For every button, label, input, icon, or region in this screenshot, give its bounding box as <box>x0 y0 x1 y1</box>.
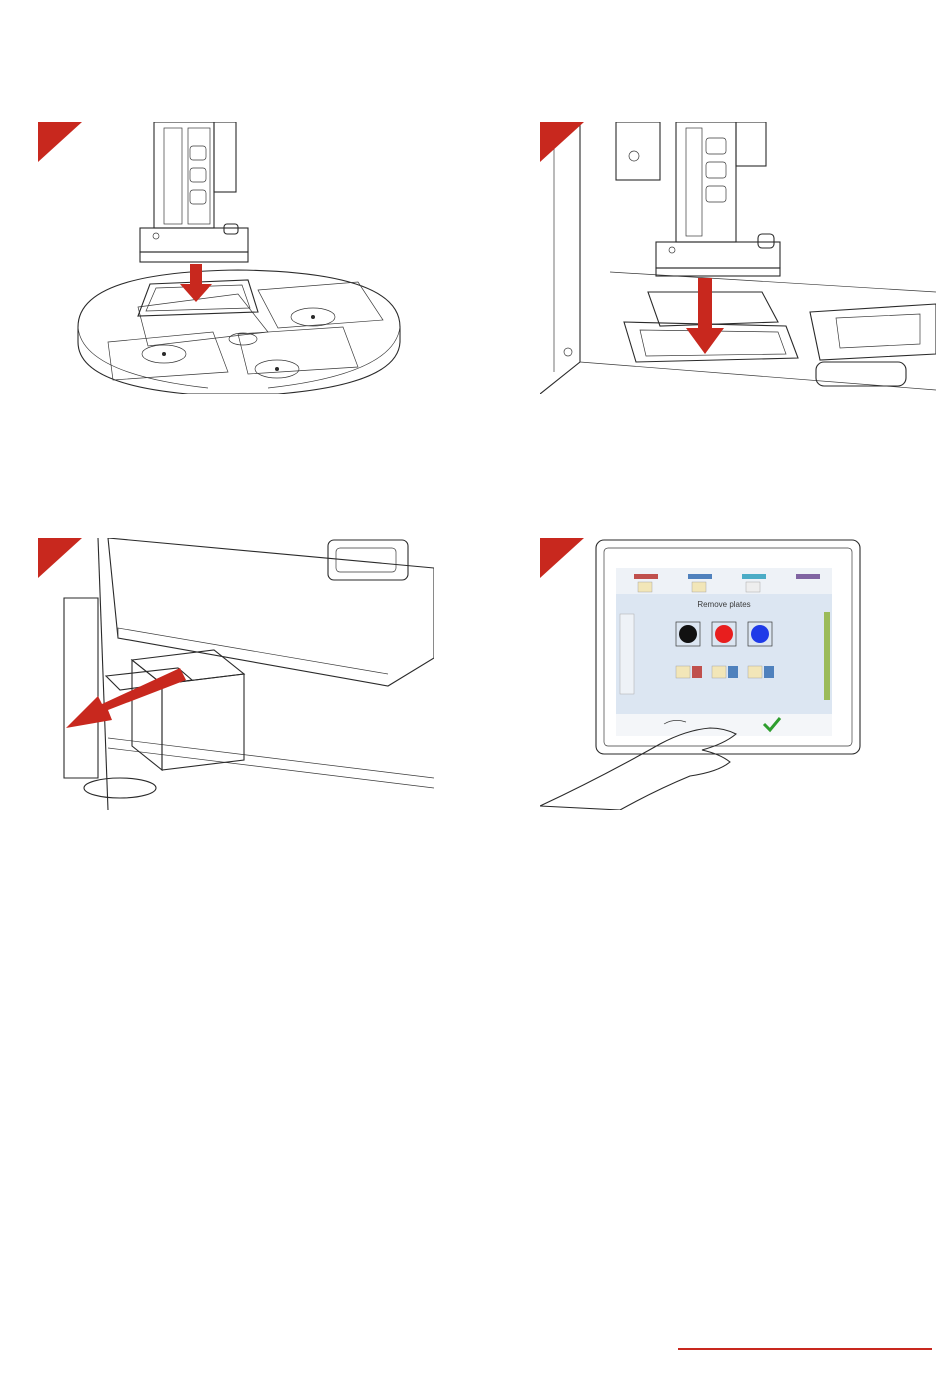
step-2-flag-icon <box>540 122 584 162</box>
footer-rule <box>678 1348 932 1350</box>
step-3-flag-icon <box>38 538 82 578</box>
step-1-flag-icon <box>38 122 82 162</box>
left-arrow-icon <box>66 668 186 728</box>
step-3-illustration <box>38 538 434 810</box>
step-1-panel <box>38 122 438 394</box>
hand-illustration <box>540 728 736 810</box>
step-4-flag-icon <box>540 538 584 578</box>
step-2-illustration <box>540 122 936 394</box>
step-2-panel <box>540 122 936 394</box>
screen-tab-2[interactable] <box>688 574 712 579</box>
screen-tab-4[interactable] <box>796 574 820 579</box>
step-4-illustration: Remove plates <box>540 538 936 810</box>
screen-tab-1[interactable] <box>634 574 658 579</box>
step-3-panel <box>38 538 434 810</box>
screen-tab-3[interactable] <box>742 574 766 579</box>
step-4-panel: Remove plates <box>540 538 936 810</box>
down-arrow-icon <box>686 278 724 354</box>
screen-title: Remove plates <box>697 600 750 609</box>
step-1-illustration <box>38 122 438 394</box>
